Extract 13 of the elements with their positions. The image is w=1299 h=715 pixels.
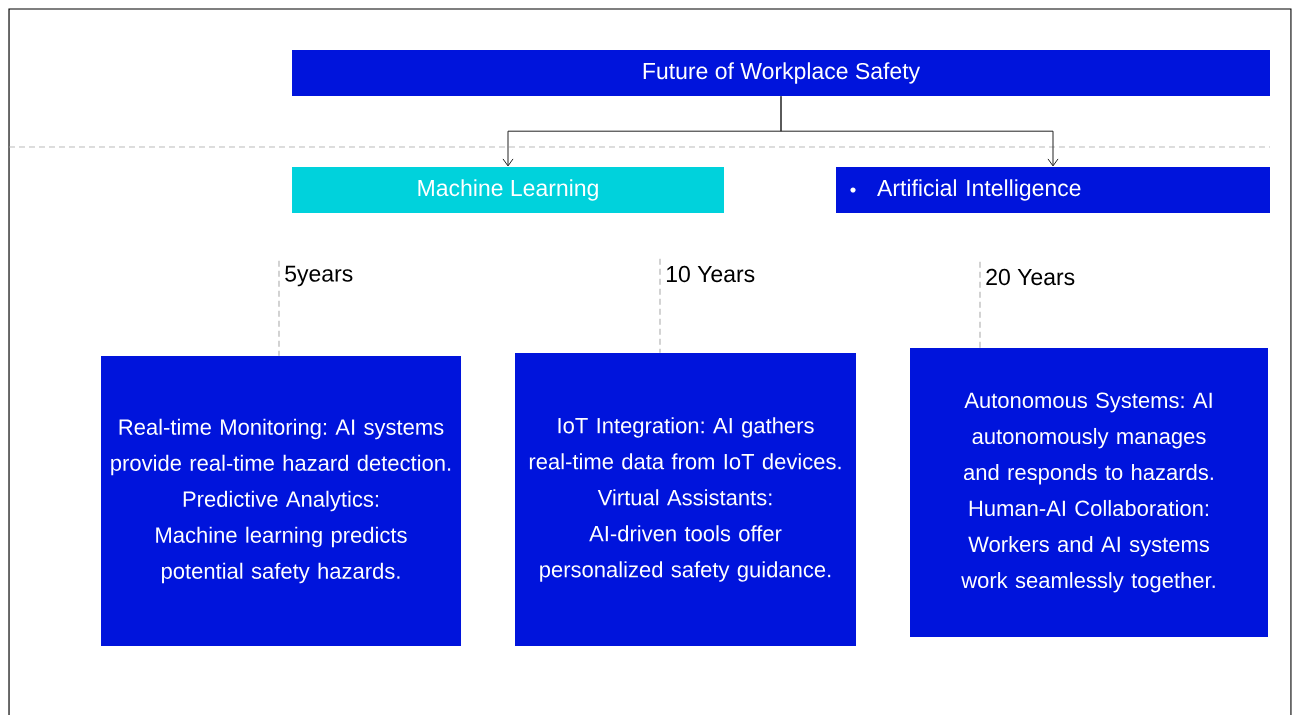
text-card: Autonomous Systems: AI autonomously manages and responds to hazards. Human-AI Collaboration: Workers and AI systems work seamlessly together. <box>910 348 1268 637</box>
timeline-label: 10 Years <box>666 265 755 283</box>
heading-bar: Machine Learning <box>292 167 724 213</box>
text-card: IoT Integration: AI gathers real-time data from IoT devices. Virtual Assistants: AI-driven tools offer personalized safety guidance. <box>515 353 856 646</box>
leader-line <box>979 261 981 349</box>
timeline-label: 20 Years <box>986 268 1075 286</box>
arrow <box>780 95 1059 167</box>
leader-line <box>659 258 661 354</box>
timeline-label: 5years <box>285 265 353 287</box>
heading-bar: Future of Workplace Safety <box>292 50 1270 96</box>
category-bar: Artificial Intelligence <box>836 167 1270 213</box>
leader-line <box>278 260 280 357</box>
text-card: Real-time Monitoring: AI systems provide real-time hazard detection. Predictive Analytics: Machine learning predicts potential safety hazards. <box>101 356 461 646</box>
